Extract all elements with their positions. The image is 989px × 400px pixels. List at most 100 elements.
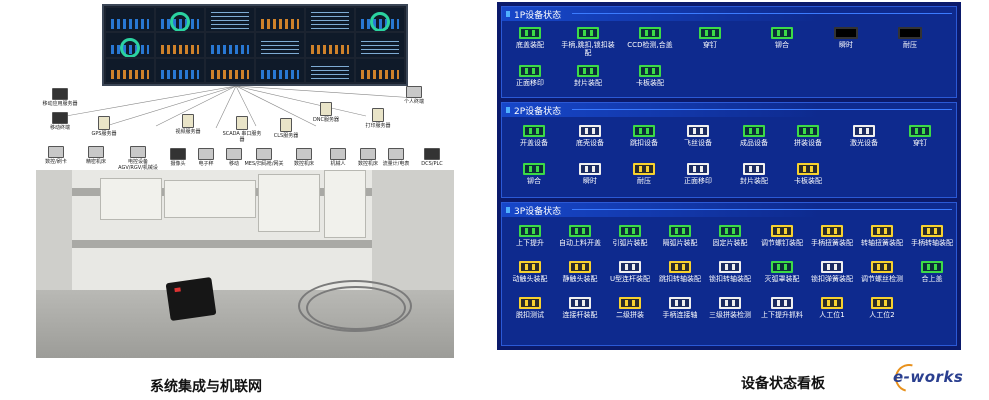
network-node: 数控机床 <box>348 148 388 167</box>
device-icon <box>669 297 691 309</box>
device-icon <box>921 261 943 273</box>
device-label: 脱扣测试 <box>516 311 544 319</box>
device-tile[interactable]: 手柄连接轴 <box>652 297 708 331</box>
device-tile[interactable]: 人工位2 <box>854 297 910 331</box>
device-tile[interactable]: 脱扣测试 <box>502 297 558 331</box>
device-tile[interactable]: 跳扣设备 <box>616 125 672 159</box>
device-icon <box>699 27 721 39</box>
device-tile[interactable]: 底壳设备 <box>562 125 618 159</box>
device-tile[interactable]: 调节螺钉装配 <box>754 225 810 259</box>
device-tile[interactable]: 正面移印 <box>502 65 558 99</box>
device-tile[interactable]: 灭弧罩装配 <box>754 261 810 295</box>
device-icon <box>633 125 655 137</box>
device-label: U型连杆装配 <box>609 275 651 283</box>
device-tile[interactable]: 上下提升抓料 <box>754 297 810 331</box>
device-tile[interactable]: 拼装设备 <box>780 125 836 159</box>
device-tile[interactable]: 固定片装配 <box>702 225 758 259</box>
network-node: 移动应用服务器 <box>40 88 80 107</box>
device-icon <box>743 163 765 175</box>
device-tile[interactable]: 耐压 <box>616 163 672 197</box>
device-tile[interactable]: 三级拼装检测 <box>702 297 758 331</box>
device-tile[interactable]: CCD检测,合盖 <box>622 27 678 61</box>
device-tile[interactable]: 引弧片装配 <box>602 225 658 259</box>
device-tile[interactable]: 调节螺丝检测 <box>854 261 910 295</box>
device-tile[interactable]: 卡板装配 <box>780 163 836 197</box>
device-label: 飞丝设备 <box>684 139 712 147</box>
device-tile[interactable]: 自动上料开盖 <box>552 225 608 259</box>
network-node: 个人终端 <box>394 86 434 105</box>
device-label: 卡板装配 <box>636 79 664 87</box>
device-label: 封片装配 <box>740 177 768 185</box>
device-tile[interactable]: 连接杆装配 <box>552 297 608 331</box>
network-node: DNC服务器 <box>306 102 346 123</box>
device-tile[interactable]: 手柄,跳扣,锁扣装配 <box>560 27 616 61</box>
device-label: 手柄转轴装配 <box>911 239 953 247</box>
device-tile[interactable]: 铆合 <box>754 27 810 61</box>
device-icon <box>743 125 765 137</box>
video-wall <box>102 4 408 86</box>
device-icon <box>523 163 545 175</box>
device-tile[interactable]: 正面移印 <box>670 163 726 197</box>
device-icon <box>898 27 922 39</box>
device-icon <box>821 261 843 273</box>
device-label: 激光设备 <box>850 139 878 147</box>
device-tile[interactable]: U型连杆装配 <box>602 261 658 295</box>
device-tile[interactable]: 底盖装配 <box>502 27 558 61</box>
device-tile[interactable]: 穿钉 <box>682 27 738 61</box>
device-tile[interactable]: 开盖设备 <box>506 125 562 159</box>
device-tile[interactable]: 瞬时 <box>562 163 618 197</box>
device-tile[interactable]: 卡板装配 <box>622 65 678 99</box>
device-label: 灭弧罩装配 <box>764 275 800 283</box>
device-tile[interactable]: 锁扣弹簧装配 <box>804 261 860 295</box>
device-label: 耐压 <box>903 41 917 49</box>
device-icon <box>834 27 858 39</box>
network-node: 视频服务器 <box>168 114 208 135</box>
device-tile[interactable]: 手柄转轴装配 <box>904 225 960 259</box>
device-icon <box>519 297 541 309</box>
device-label: 正面移印 <box>684 177 712 185</box>
device-label: 人工位2 <box>869 311 895 319</box>
device-tile[interactable]: 二级拼装 <box>602 297 658 331</box>
device-icon <box>719 297 741 309</box>
e-works-watermark: e-works <box>889 358 979 398</box>
device-tile[interactable]: 耐压 <box>882 27 938 61</box>
device-icon <box>797 163 819 175</box>
device-label: 铆合 <box>527 177 541 185</box>
device-tile[interactable]: 铆合 <box>506 163 562 197</box>
network-node: 精密机床 <box>76 146 116 165</box>
device-icon <box>771 27 793 39</box>
device-label: 二级拼装 <box>616 311 644 319</box>
equipment-status-dashboard: 1P设备状态 底盖装配 手柄,跳扣,锁扣装配 CCD检测,合盖 穿钉 铆合 瞬时… <box>497 2 961 350</box>
device-tile[interactable]: 上下提升 <box>502 225 558 259</box>
device-tile[interactable]: 人工位1 <box>804 297 860 331</box>
device-tile[interactable]: 成品设备 <box>726 125 782 159</box>
device-tile[interactable]: 合上盖 <box>904 261 960 295</box>
device-tile[interactable]: 飞丝设备 <box>670 125 726 159</box>
device-tile[interactable]: 动触头装配 <box>502 261 558 295</box>
device-tile[interactable]: 隔弧片装配 <box>652 225 708 259</box>
device-label: 手柄连接轴 <box>662 311 698 319</box>
device-tile[interactable]: 穿钉 <box>892 125 948 159</box>
device-tile[interactable]: 锁扣转轴装配 <box>702 261 758 295</box>
device-icon <box>669 225 691 237</box>
device-icon <box>797 125 819 137</box>
device-label: 自动上料开盖 <box>559 239 601 247</box>
device-label: 上下提升抓料 <box>761 311 803 319</box>
device-tile[interactable]: 瞬时 <box>818 27 874 61</box>
device-tile[interactable]: 封片装配 <box>726 163 782 197</box>
device-icon <box>519 225 541 237</box>
device-label: 底盖装配 <box>516 41 544 49</box>
device-icon <box>871 225 893 237</box>
device-icon <box>821 225 843 237</box>
network-node: 电子秤 <box>186 148 226 167</box>
device-label: 耐压 <box>637 177 651 185</box>
device-tile[interactable]: 静触头装配 <box>552 261 608 295</box>
device-tile[interactable]: 激光设备 <box>836 125 892 159</box>
device-tile[interactable]: 封片装配 <box>560 65 616 99</box>
device-tile[interactable]: 手柄扭簧装配 <box>804 225 860 259</box>
control-cabinet-photo <box>36 170 454 358</box>
network-node: 移动 <box>214 148 254 167</box>
device-label: CCD检测,合盖 <box>627 41 673 49</box>
device-tile[interactable]: 转轴扭簧装配 <box>854 225 910 259</box>
device-tile[interactable]: 跳扣转轴装配 <box>652 261 708 295</box>
